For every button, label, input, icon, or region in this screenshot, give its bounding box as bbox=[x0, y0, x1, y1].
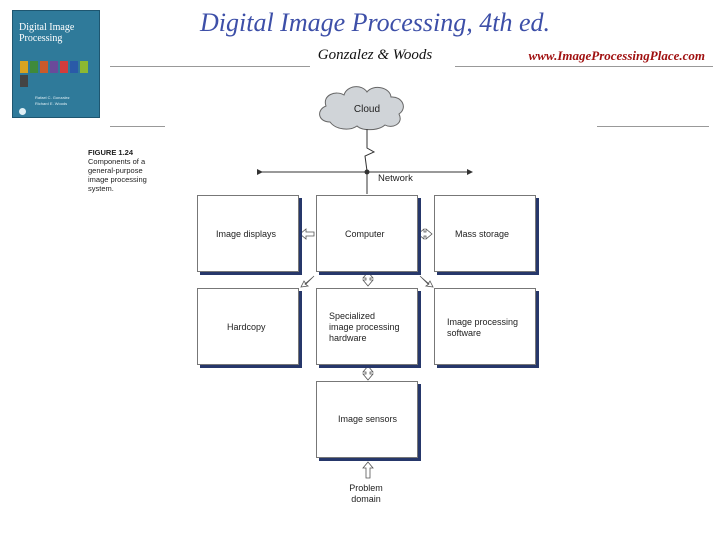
arrow-computer-software bbox=[419, 275, 434, 288]
node-specialized-hardware-label: Specialized image processing hardware bbox=[329, 311, 400, 343]
book-cover-title-line1: Digital Image bbox=[19, 22, 75, 33]
book-cover-tile bbox=[80, 61, 88, 73]
node-hardcopy: Hardcopy bbox=[197, 288, 299, 365]
book-cover-tile bbox=[50, 61, 58, 73]
figure-caption: FIGURE 1.24 Components of a general-purp… bbox=[88, 148, 158, 193]
cloud-shape bbox=[319, 86, 404, 131]
node-computer: Computer bbox=[316, 195, 418, 272]
node-image-sensors: Image sensors bbox=[316, 381, 418, 458]
book-cover: Digital Image Processing Rafael C. Gonza… bbox=[12, 10, 100, 118]
node-specialized-hardware: Specialized image processing hardware bbox=[316, 288, 418, 365]
authors-label: Gonzalez & Woods bbox=[317, 47, 433, 63]
arrow-computer-hardcopy bbox=[300, 275, 315, 288]
book-cover-title-line2: Processing bbox=[19, 33, 63, 44]
arrow-computer-storage bbox=[417, 228, 433, 240]
book-cover-tile bbox=[30, 61, 38, 73]
arrow-hardware-sensors bbox=[362, 365, 374, 381]
arrow-problem-sensors bbox=[362, 461, 374, 479]
section-rule-left bbox=[110, 126, 165, 127]
node-image-processing-software: Image processing software bbox=[434, 288, 536, 365]
publisher-logo-icon bbox=[19, 108, 26, 115]
figure-label: FIGURE 1.24 bbox=[88, 148, 134, 157]
book-cover-tile bbox=[20, 75, 28, 87]
node-image-sensors-label: Image sensors bbox=[338, 414, 398, 424]
node-image-displays-label: Image displays bbox=[216, 229, 277, 239]
arrow-computer-displays bbox=[299, 228, 315, 240]
cloud-label: Cloud bbox=[353, 104, 381, 115]
header-rule-right bbox=[455, 66, 713, 67]
figure-caption-text: Components of a general-purpose image pr… bbox=[88, 157, 147, 193]
node-image-displays: Image displays bbox=[197, 195, 299, 272]
node-image-processing-software-label: Image processing software bbox=[447, 317, 519, 338]
node-computer-label: Computer bbox=[345, 229, 385, 239]
cloud-link-line bbox=[364, 129, 376, 172]
arrow-computer-hardware bbox=[362, 271, 374, 287]
book-cover-tile bbox=[60, 61, 68, 73]
book-cover-tile bbox=[70, 61, 78, 73]
problem-domain-label: Problem domain bbox=[349, 483, 383, 504]
book-cover-title: Digital Image Processing bbox=[19, 22, 74, 44]
website-link[interactable]: www.ImageProcessingPlace.com bbox=[528, 48, 705, 63]
book-cover-tile bbox=[20, 61, 28, 73]
slide-title: Digital Image Processing, 4th ed. bbox=[200, 8, 550, 37]
node-mass-storage: Mass storage bbox=[434, 195, 536, 272]
node-mass-storage-label: Mass storage bbox=[455, 229, 510, 239]
section-rule-right bbox=[597, 126, 709, 127]
node-hardcopy-label: Hardcopy bbox=[227, 322, 266, 332]
network-label: Network bbox=[378, 173, 413, 184]
book-cover-tile bbox=[40, 61, 48, 73]
header-rule-left bbox=[110, 66, 310, 67]
